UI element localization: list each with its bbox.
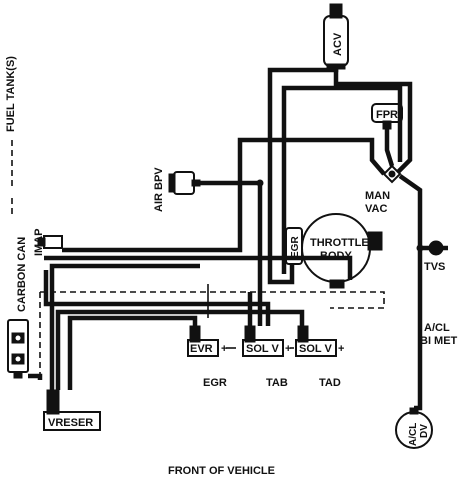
tvs-switch bbox=[428, 240, 444, 256]
acv-label: ACV bbox=[332, 32, 344, 56]
hose-mid-rail bbox=[43, 270, 271, 326]
sol-v-tad: + bbox=[295, 325, 344, 357]
man-vac-label-2: VAC bbox=[365, 203, 387, 215]
acv-valve bbox=[323, 3, 349, 70]
hose-carbon-link bbox=[28, 373, 43, 380]
air-bpv-label: AIR BPV bbox=[153, 167, 165, 212]
carbon-can-label: CARBON CAN bbox=[16, 237, 28, 312]
imap-sensor bbox=[37, 235, 63, 249]
front-of-vehicle-label: FRONT OF VEHICLE bbox=[168, 465, 275, 477]
evr-label: EVR bbox=[190, 343, 213, 355]
system-boundary bbox=[39, 291, 385, 380]
man-vac-node bbox=[382, 164, 402, 184]
leader-lines bbox=[207, 284, 294, 349]
sol-v-tad-label: SOL V bbox=[299, 343, 332, 355]
acl-dv-motor bbox=[395, 407, 433, 449]
vreser-label: VRESER bbox=[48, 417, 93, 429]
tab-label: TAB bbox=[266, 377, 288, 389]
acl-bimet-label-2: BI MET bbox=[420, 335, 458, 347]
carbon-canister bbox=[7, 319, 29, 379]
throttle-label-1: THROTTLE bbox=[310, 237, 369, 249]
hose-evr bbox=[67, 315, 198, 390]
egr-valve-label: EGR bbox=[290, 236, 301, 258]
svg-text:+: + bbox=[338, 343, 344, 355]
fpr-label: FPR bbox=[376, 109, 398, 121]
acl-dv-label-2: DV bbox=[419, 424, 430, 438]
svg-text:+: + bbox=[285, 343, 291, 355]
hose-acv-fpr bbox=[333, 69, 413, 174]
tad-label: TAD bbox=[319, 377, 341, 389]
hose-tad bbox=[55, 309, 305, 390]
evr-solenoid: + bbox=[187, 325, 227, 357]
hose-junctions bbox=[256, 179, 424, 252]
hose-inner-loop bbox=[281, 85, 403, 274]
sol-v-tab-label: SOL V bbox=[246, 343, 279, 355]
hose-tvs-dv bbox=[414, 245, 448, 411]
hose-manvac-tvs bbox=[398, 174, 429, 251]
hose-fpr-manvac bbox=[384, 128, 395, 167]
vacuum-reservoir bbox=[43, 389, 101, 431]
acl-dv-label-1: A/CL bbox=[408, 423, 419, 446]
fuel-tank-label: FUEL TANK(S) bbox=[5, 56, 17, 132]
svg-text:+: + bbox=[221, 343, 227, 355]
acl-bimet-label-1: A/CL bbox=[424, 322, 450, 334]
man-vac-label-1: MAN bbox=[365, 190, 390, 202]
imap-label: IMAP bbox=[33, 229, 45, 257]
air-bpv-valve bbox=[168, 171, 201, 195]
hose-top-rail bbox=[44, 255, 353, 280]
egr-label: EGR bbox=[203, 377, 227, 389]
hose-carbon-main bbox=[49, 263, 200, 390]
tvs-label: TVS bbox=[424, 261, 445, 273]
hose-manvac-header bbox=[62, 137, 386, 253]
